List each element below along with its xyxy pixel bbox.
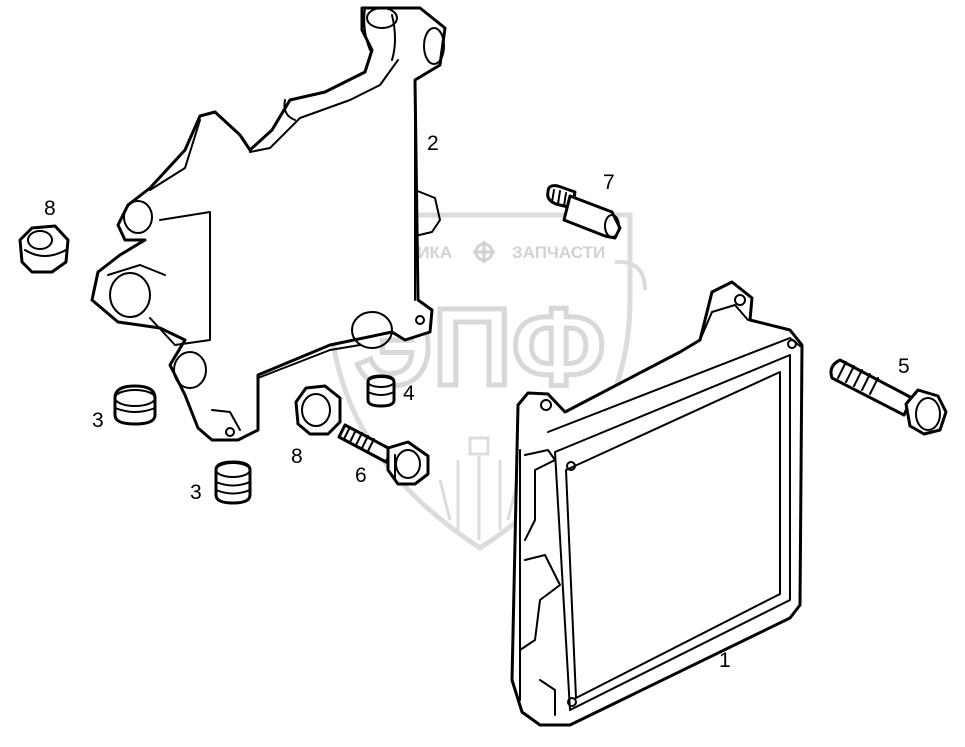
watermark-right-text: ЗАПЧАСТИ <box>512 243 605 262</box>
callout-3-lower: 3 <box>190 481 202 504</box>
callout-7: 7 <box>603 171 615 194</box>
part-8-plug-right <box>294 384 342 436</box>
watermark-shield <box>327 212 633 551</box>
callout-8-left: 8 <box>44 197 56 220</box>
part-2-bracket <box>90 6 447 442</box>
callout-4: 4 <box>403 382 415 405</box>
callout-8-right: 8 <box>291 445 303 468</box>
part-3-bushing-upper <box>113 384 157 426</box>
part-3-bushing-lower <box>214 460 252 505</box>
callout-5: 5 <box>898 355 910 378</box>
callout-2: 2 <box>427 132 439 155</box>
part-1-control-unit <box>510 280 804 727</box>
gear-icon <box>473 241 495 263</box>
part-6-bolt <box>337 423 430 486</box>
part-7-stud <box>546 184 622 240</box>
callout-1: 1 <box>719 649 731 672</box>
part-5-bolt <box>829 358 948 436</box>
callout-6: 6 <box>355 464 367 487</box>
part-4-bushing <box>366 374 396 408</box>
part-8-plug-left <box>18 224 70 274</box>
callout-3-upper: 3 <box>92 409 104 432</box>
wheat-icon <box>438 436 520 540</box>
